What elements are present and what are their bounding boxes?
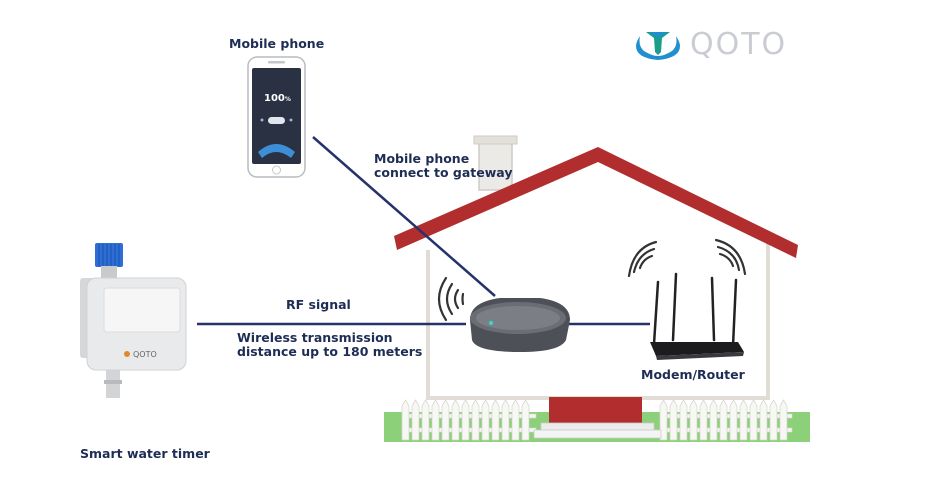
rf-signal-label: RF signal — [286, 297, 351, 312]
mobile-phone-label: Mobile phone — [229, 36, 325, 51]
router — [627, 238, 747, 360]
timer-logo-icon — [124, 351, 130, 357]
gateway-wifi-icon — [437, 276, 465, 322]
phone-gateway-label-line1: Mobile phone — [374, 151, 470, 166]
fence-picket — [481, 399, 490, 441]
fence-picket — [719, 399, 728, 441]
fence-picket — [511, 399, 520, 441]
gateway-hub — [437, 276, 570, 352]
fence-picket — [749, 399, 758, 441]
fence-picket — [659, 399, 668, 441]
fence-picket — [699, 399, 708, 441]
house-chimney — [478, 139, 513, 191]
fence-picket — [669, 399, 678, 441]
timer-logo-text: QOTO — [133, 350, 157, 359]
fence-right — [659, 399, 793, 441]
fence-picket — [471, 399, 480, 441]
fence-picket — [679, 399, 688, 441]
fence-picket — [521, 399, 530, 441]
fence-picket — [451, 399, 460, 441]
fence-picket — [401, 399, 410, 441]
fence-picket — [491, 399, 500, 441]
brand-logo: QOTO — [632, 26, 787, 62]
fence-picket — [421, 399, 430, 441]
smart-water-timer: QOTO — [80, 243, 187, 398]
phone-screen — [252, 68, 301, 164]
fence-picket — [461, 399, 470, 441]
house — [384, 135, 810, 442]
fence-left — [401, 399, 537, 441]
fence-picket — [689, 399, 698, 441]
fence-picket — [411, 399, 420, 441]
router-wifi-left-icon — [627, 240, 658, 278]
fence-picket — [769, 399, 778, 441]
fence-picket — [729, 399, 738, 441]
fence-picket — [779, 399, 788, 441]
smart-water-timer-label: Smart water timer — [80, 446, 210, 461]
wireless-transmission-label-line2: distance up to 180 meters — [237, 344, 423, 359]
fence-picket — [501, 399, 510, 441]
house-door — [549, 397, 642, 423]
fence-picket — [431, 399, 440, 441]
brand-logo-icon — [636, 32, 680, 60]
fence-picket — [759, 399, 768, 441]
fence-picket — [441, 399, 450, 441]
mobile-phone — [247, 56, 306, 178]
modem-router-label: Modem/Router — [641, 367, 745, 382]
brand-name: QOTO — [690, 26, 788, 62]
phone-gateway-label-line2: connect to gateway — [374, 165, 513, 180]
fence-picket — [739, 399, 748, 441]
phone-screen-value: 100% — [264, 93, 291, 104]
house-roof — [394, 147, 798, 258]
router-wifi-right-icon — [714, 238, 747, 276]
fence-picket — [709, 399, 718, 441]
wireless-transmission-label-line1: Wireless transmission — [237, 330, 393, 345]
phone-gateway-link — [312, 136, 496, 297]
